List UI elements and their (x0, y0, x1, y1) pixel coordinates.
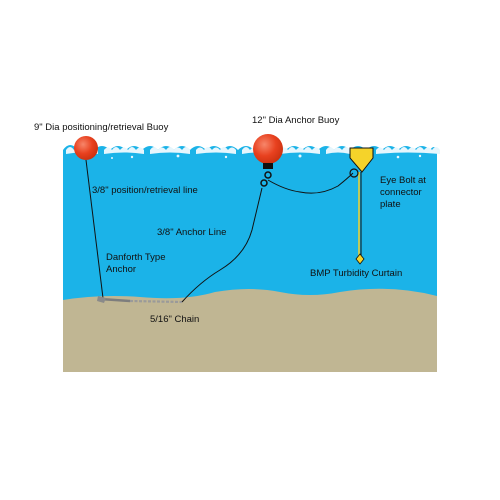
chain-label: 5/16" Chain (150, 314, 200, 325)
sphere-buoy-icon (74, 136, 98, 160)
position-line (85, 159, 104, 299)
sphere-buoy-icon (253, 134, 283, 187)
curtain-label: BMP Turbidity Curtain (310, 268, 403, 279)
eye-bolt-label-line2: connector (380, 187, 422, 198)
eye-bolt-label-line1: Eye Bolt at (380, 175, 426, 186)
danforth-label-line2: Anchor (106, 264, 137, 275)
danforth-label-line1: Danforth Type (106, 252, 166, 263)
seabed (63, 288, 437, 372)
danforth-anchor-icon (97, 296, 131, 303)
anchor-line (181, 187, 263, 303)
positioning-buoy-label: 9" Dia positioning/retrieval Buoy (34, 122, 169, 133)
eye-bolt-label: Eye Bolt at connector plate (380, 175, 426, 211)
anchor-line-label: 3/8" Anchor Line (157, 227, 227, 238)
curtain-float-icon (349, 147, 374, 265)
ring-icon (349, 168, 359, 178)
connector-line (267, 172, 354, 194)
position-line-label: 3/8" position/retrieval line (92, 185, 198, 196)
eye-bolt-label-line3: plate (380, 199, 401, 210)
anchor-buoy-label: 12" Dia Anchor Buoy (252, 115, 340, 126)
danforth-anchor-label: Danforth Type Anchor (106, 252, 166, 276)
water-body (63, 150, 437, 302)
anchor-chain (129, 299, 183, 304)
